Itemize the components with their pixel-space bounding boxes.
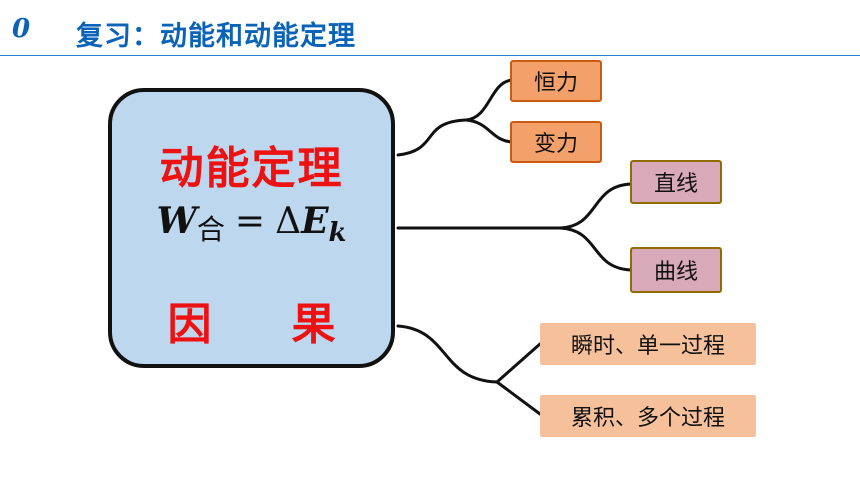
formula-kinetic-subscript: k <box>328 218 347 248</box>
formula-net-subscript: 合 <box>196 213 225 246</box>
single-process-node: 瞬时、单一过程 <box>540 323 756 365</box>
slide-header: 0 复习：动能和动能定理 <box>0 0 860 56</box>
theorem-box: 动能定理 W合=ΔEk 因果 <box>108 88 395 368</box>
theorem-formula: W合 =ΔEk <box>112 200 391 248</box>
connector-curved-line <box>558 226 633 272</box>
connector-variable-force <box>464 118 514 144</box>
connector-straight-line <box>558 182 633 230</box>
connector-single-process <box>495 342 542 384</box>
connector-multiple-process <box>495 380 542 416</box>
section-number: 0 <box>12 14 31 44</box>
theorem-title: 动能定理 <box>159 143 344 194</box>
formula-energy: E <box>301 200 329 242</box>
formula-work: W <box>156 200 197 242</box>
connector-constant-force <box>464 78 514 122</box>
straight-line-node: 直线 <box>630 160 722 204</box>
cause-label: 因 <box>167 299 212 350</box>
variable-force-node: 变力 <box>510 121 602 163</box>
header-divider <box>0 55 860 56</box>
formula-equals: = <box>234 201 266 242</box>
formula-delta: Δ <box>275 201 302 242</box>
connector-process <box>396 324 499 384</box>
multiple-process-node: 累积、多个过程 <box>540 395 756 437</box>
constant-force-node: 恒力 <box>510 60 602 102</box>
slide-title: 复习：动能和动能定理 <box>76 21 356 52</box>
effect-label: 果 <box>291 299 336 350</box>
curved-line-node: 曲线 <box>630 247 722 293</box>
cause-effect-row: 因果 <box>112 288 391 352</box>
connector-force <box>396 118 468 157</box>
